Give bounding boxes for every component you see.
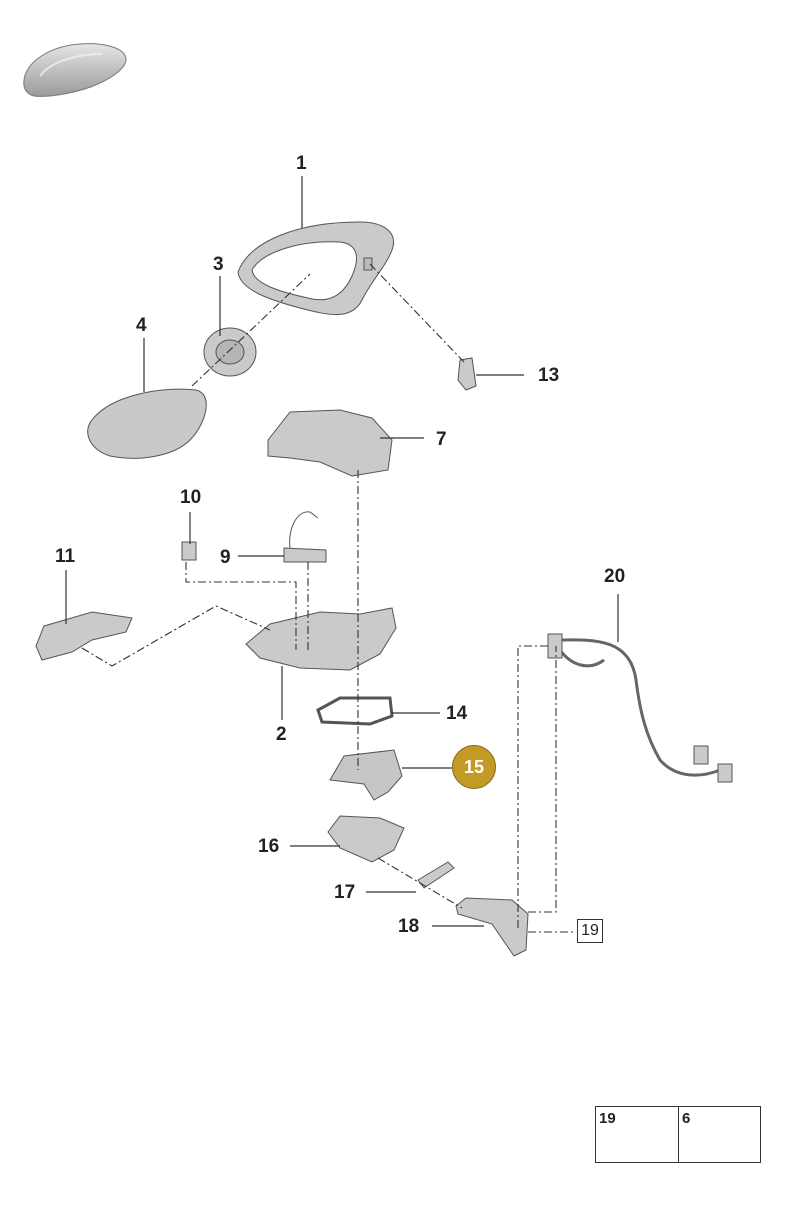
part-20-wiring-harness[interactable] [555, 638, 721, 777]
part-15-cover[interactable] [329, 749, 403, 801]
mirror-housing[interactable] [237, 221, 394, 316]
assembly-line [369, 263, 465, 363]
assembly-line [517, 645, 548, 930]
part-13-clip[interactable] [457, 357, 477, 391]
callout-1[interactable]: 1 [296, 153, 307, 174]
callout-18[interactable]: 18 [398, 916, 420, 937]
callout-7[interactable]: 7 [436, 429, 447, 450]
callout-9[interactable]: 9 [220, 547, 231, 568]
boxed-reference-19[interactable]: 19 [577, 919, 603, 943]
callout-4[interactable]: 4 [136, 315, 147, 336]
assembly-line [81, 605, 271, 667]
legend-number-6: 6 [682, 1110, 691, 1127]
assembly-line [377, 857, 463, 909]
part-18-bracket[interactable] [455, 897, 529, 957]
mirror-glass[interactable] [87, 388, 207, 459]
part-10-connector[interactable] [181, 541, 197, 561]
legend-cell-6[interactable]: 6 [679, 1107, 760, 1162]
part-14-gasket[interactable] [316, 696, 394, 726]
callout-13[interactable]: 13 [538, 365, 560, 386]
callout-11[interactable]: 11 [55, 546, 76, 567]
harness-connector-c [717, 763, 733, 783]
part-9-sensor[interactable] [283, 547, 327, 563]
assembly-line [185, 562, 297, 650]
assembly-line [191, 273, 311, 387]
callout-17[interactable]: 17 [334, 882, 356, 903]
car-body-icon [23, 43, 127, 97]
callout-3[interactable]: 3 [213, 254, 224, 275]
callout-2[interactable]: 2 [276, 724, 287, 745]
callout-16[interactable]: 16 [258, 836, 280, 857]
harness-connector-b [693, 745, 709, 765]
legend-number-19: 19 [599, 1110, 616, 1127]
part-11-bracket[interactable] [35, 611, 133, 661]
hardware-legend: 19 6 [595, 1106, 761, 1163]
mirror-base[interactable] [245, 607, 397, 671]
part-16-trim[interactable] [327, 815, 405, 863]
part-17-clip[interactable] [417, 861, 455, 889]
legend-cell-19[interactable]: 19 [596, 1107, 679, 1162]
callout-14[interactable]: 14 [446, 703, 468, 724]
mirror-actuator[interactable] [203, 327, 257, 377]
callout-15-highlighted[interactable]: 15 [452, 745, 496, 789]
callout-10[interactable]: 10 [180, 487, 202, 508]
assembly-line [528, 646, 557, 913]
callout-20[interactable]: 20 [604, 566, 626, 587]
harness-connector-a [547, 633, 563, 659]
part-7-frame[interactable] [267, 409, 393, 477]
